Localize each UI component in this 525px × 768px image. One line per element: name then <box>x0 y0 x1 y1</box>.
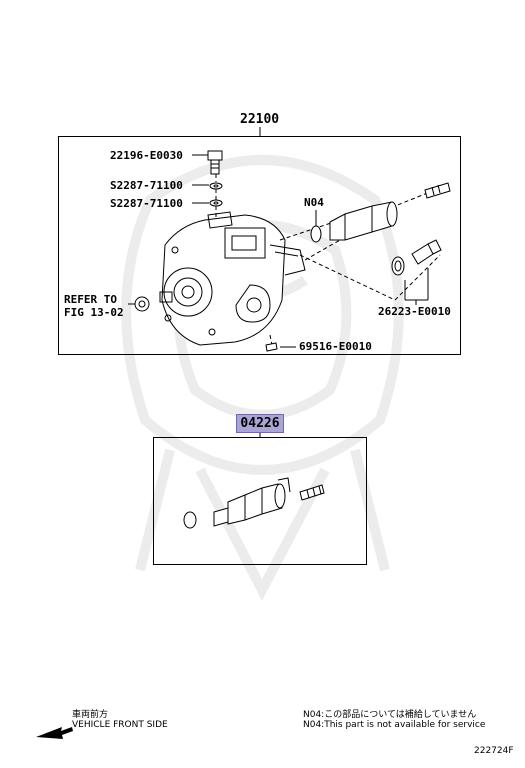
bolt-callout[interactable]: 22196-E0030 <box>110 149 183 162</box>
figure-id: 222724F <box>474 746 514 756</box>
refer-to-label-line2[interactable]: FIG 13-02 <box>64 306 124 319</box>
direction-label-jp: 車両前方 <box>72 710 109 720</box>
service-note-jp: N04:この部品については補給していません <box>303 710 477 720</box>
washer-callout-1[interactable]: S2287-71100 <box>110 179 183 192</box>
gasket-kit-callout[interactable]: 26223-E0010 <box>378 305 451 318</box>
assembly-part-number[interactable]: 22100 <box>240 112 280 127</box>
refer-to-label-line1[interactable]: REFER TO <box>64 293 117 306</box>
subassembly-part-number[interactable]: 04226 <box>236 414 284 433</box>
oring-callout[interactable]: N04 <box>304 196 324 209</box>
service-note-en: N04:This part is not available for servi… <box>303 720 486 730</box>
assembly-frame <box>58 136 461 355</box>
washer-callout-2[interactable]: S2287-71100 <box>110 197 183 210</box>
clip-callout[interactable]: 69516-E0010 <box>299 340 372 353</box>
direction-label-en: VEHICLE FRONT SIDE <box>72 720 168 730</box>
subassembly-frame <box>153 437 367 565</box>
